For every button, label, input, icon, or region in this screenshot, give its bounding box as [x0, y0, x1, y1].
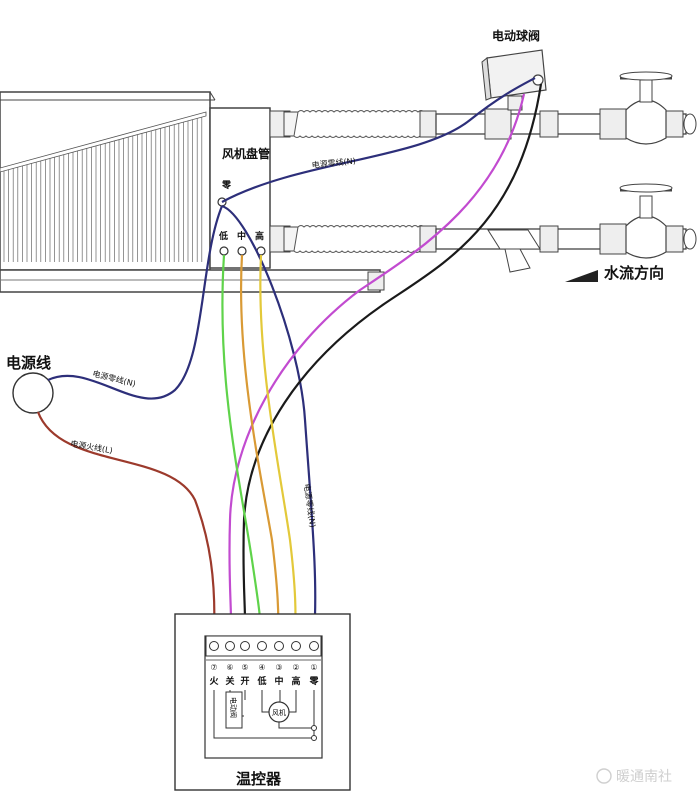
- return-pipe: [269, 183, 697, 273]
- water-flow-label: 水流方向: [604, 264, 664, 282]
- terminal-5: ⑤开: [240, 641, 250, 687]
- power-source: 电源线: [6, 354, 54, 414]
- watermark-text: 暖通南社: [616, 769, 672, 785]
- wire-close: [228, 93, 526, 637]
- wire-neutral-to-thermostat: [221, 204, 317, 637]
- fc-mid-label: 中: [237, 230, 246, 242]
- terminal-1: ①零: [308, 641, 319, 687]
- neutral-top-label: 电源零线(N): [311, 155, 356, 170]
- neutral-right-label: 电源零线(N): [302, 483, 318, 528]
- fan-coil-terminals: 零 低 中 高: [217, 180, 266, 256]
- fc-low-label: 低: [218, 230, 228, 242]
- neutral-left-label: 电源零线(N): [92, 368, 137, 388]
- valve-box-label: 电动阀: [229, 697, 238, 718]
- terminal-name: 中: [274, 675, 283, 687]
- terminal-screw: [225, 641, 235, 651]
- terminal-6: ⑥关: [225, 641, 235, 687]
- terminal-number: ⑦: [210, 663, 217, 672]
- coil-fins: [3, 117, 203, 262]
- terminal-name: 低: [256, 675, 266, 687]
- terminal-number: ⑥: [226, 663, 233, 672]
- wire-neutral-to-valve: [221, 77, 536, 203]
- fan-coil-label: 风机盘管: [222, 146, 270, 161]
- flexible-hose-bottom: [293, 225, 425, 253]
- supply-pipe: [269, 71, 697, 145]
- terminal-screw: [291, 641, 301, 651]
- terminal-screw: [257, 641, 267, 651]
- fc-high-label: 高: [255, 230, 264, 242]
- terminal-number: ⑤: [241, 663, 248, 672]
- wire-low: [221, 254, 263, 637]
- terminal-7: ⑦火: [209, 641, 219, 687]
- water-flow-arrow: 水流方向: [565, 264, 664, 282]
- watermark: 暖通南社: [596, 768, 672, 785]
- terminal-number: ①: [310, 663, 317, 672]
- terminal-number: ④: [258, 663, 265, 672]
- fan-coil-unit: 风机盘管: [0, 91, 385, 293]
- terminal-name: 零: [308, 676, 319, 687]
- terminal-number: ③: [275, 663, 282, 672]
- terminal-name: 开: [240, 676, 249, 687]
- terminal-screw: [209, 641, 219, 651]
- terminal-name: 高: [291, 675, 300, 687]
- valve-label: 电动球阀: [492, 28, 540, 43]
- thermostat-label: 温控器: [236, 770, 282, 788]
- terminal-screw: [309, 641, 319, 651]
- fan-circle-label: 风机: [272, 708, 286, 717]
- wire-live: [36, 411, 216, 637]
- terminal-name: 关: [225, 675, 234, 687]
- terminal-3: ③中: [274, 641, 284, 687]
- wire-neutral-from-source: [47, 205, 224, 400]
- terminal-screw: [274, 641, 284, 651]
- electric-ball-valve: 电动球阀: [481, 28, 547, 111]
- terminal-number: ②: [292, 663, 299, 672]
- wires: [36, 77, 543, 637]
- fc-zero-label: 零: [221, 180, 232, 191]
- terminal-4: ④低: [256, 641, 267, 687]
- wire-mid: [239, 254, 280, 637]
- wire-open: [242, 83, 543, 637]
- terminal-name: 火: [209, 676, 219, 687]
- terminal-2: ②高: [291, 641, 301, 687]
- terminal-screw: [240, 641, 250, 651]
- wire-high: [259, 254, 297, 637]
- flexible-hose-top: [293, 110, 425, 138]
- power-line-label: 电源线: [6, 354, 51, 372]
